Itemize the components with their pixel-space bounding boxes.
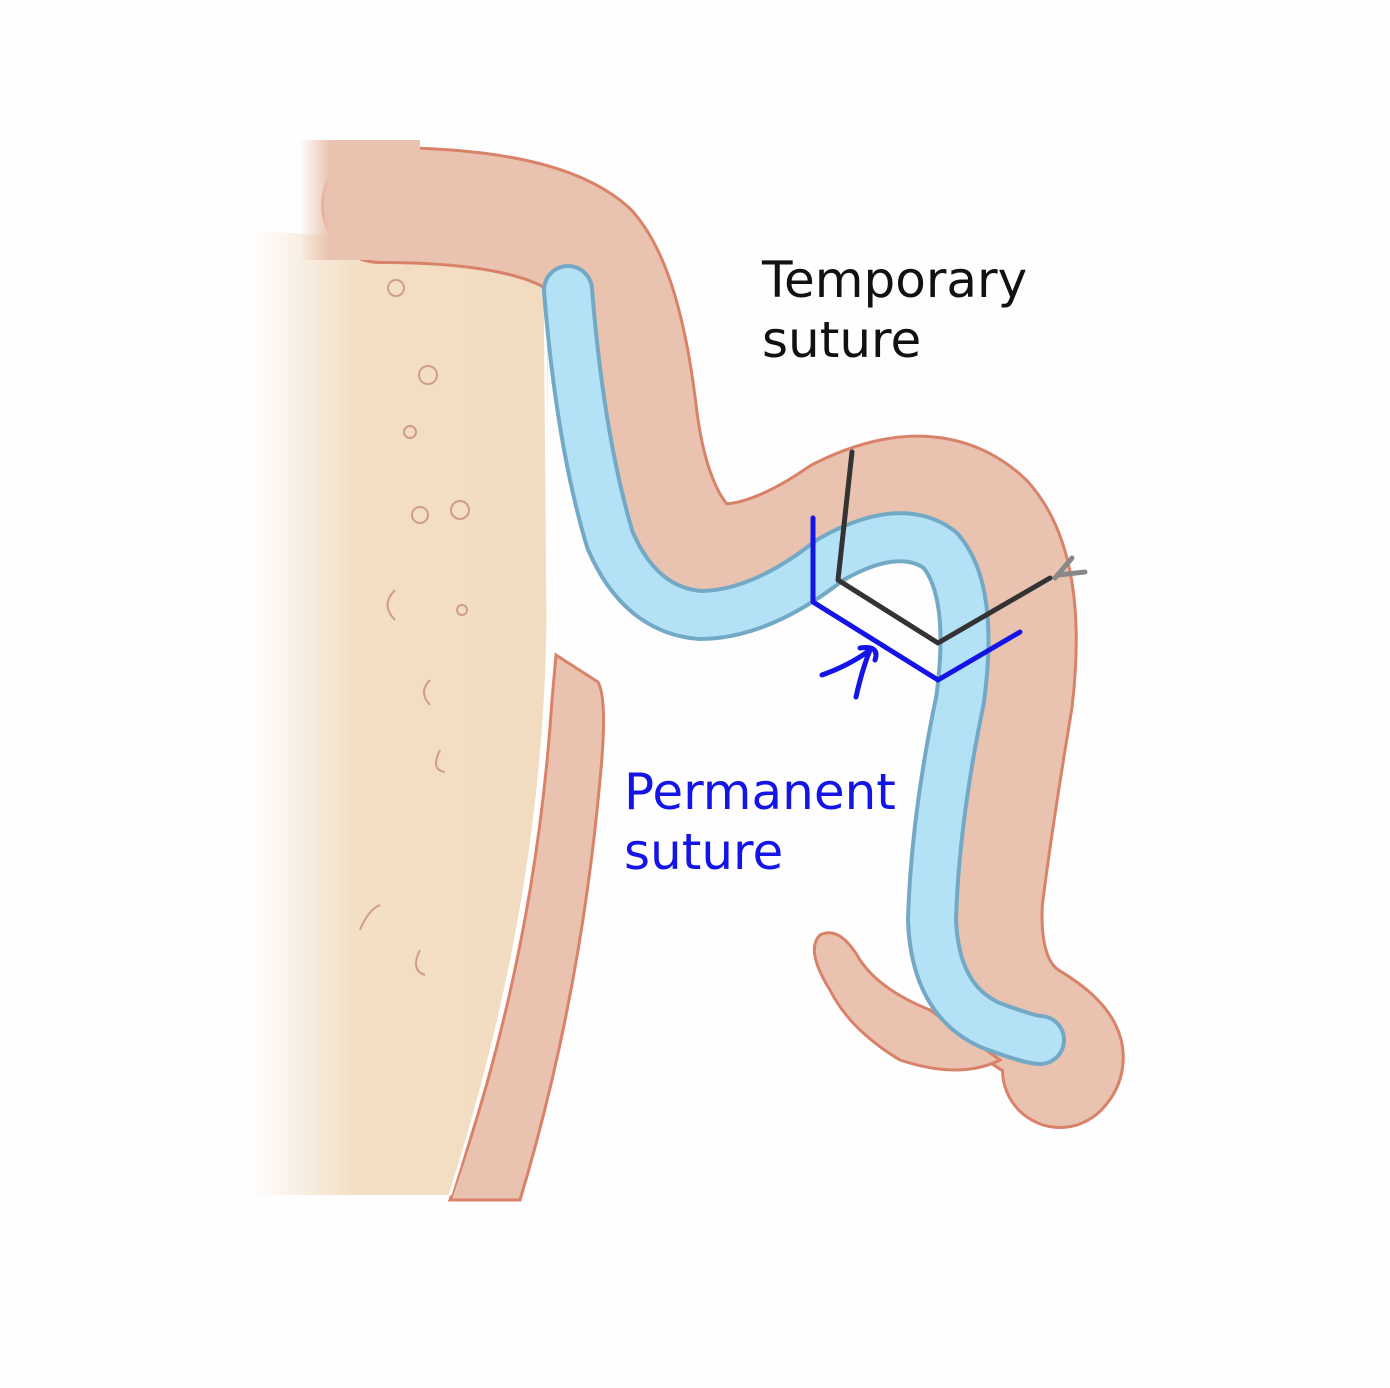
bone-edge <box>448 274 550 1196</box>
permanent-label-line2: suture <box>624 823 784 881</box>
temporary-label-line2: suture <box>762 311 922 369</box>
temporary-suture-label: Temporary suture <box>762 250 1027 370</box>
bone-texture <box>359 279 470 976</box>
membrane <box>546 268 1062 1062</box>
temporary-suture-knot <box>1052 555 1088 581</box>
permanent-label-line1: Permanent <box>624 763 896 821</box>
bone <box>250 230 548 1195</box>
skin-fade <box>300 140 420 260</box>
skin-strip <box>447 652 606 1202</box>
permanent-suture <box>810 515 1023 700</box>
permanent-suture-knot <box>819 645 879 700</box>
skin-flap <box>324 149 1122 1126</box>
skin-tail <box>812 931 1003 1072</box>
temporary-suture <box>835 449 1053 646</box>
temporary-label-line1: Temporary <box>762 251 1028 309</box>
permanent-suture-label: Permanent suture <box>624 762 896 882</box>
